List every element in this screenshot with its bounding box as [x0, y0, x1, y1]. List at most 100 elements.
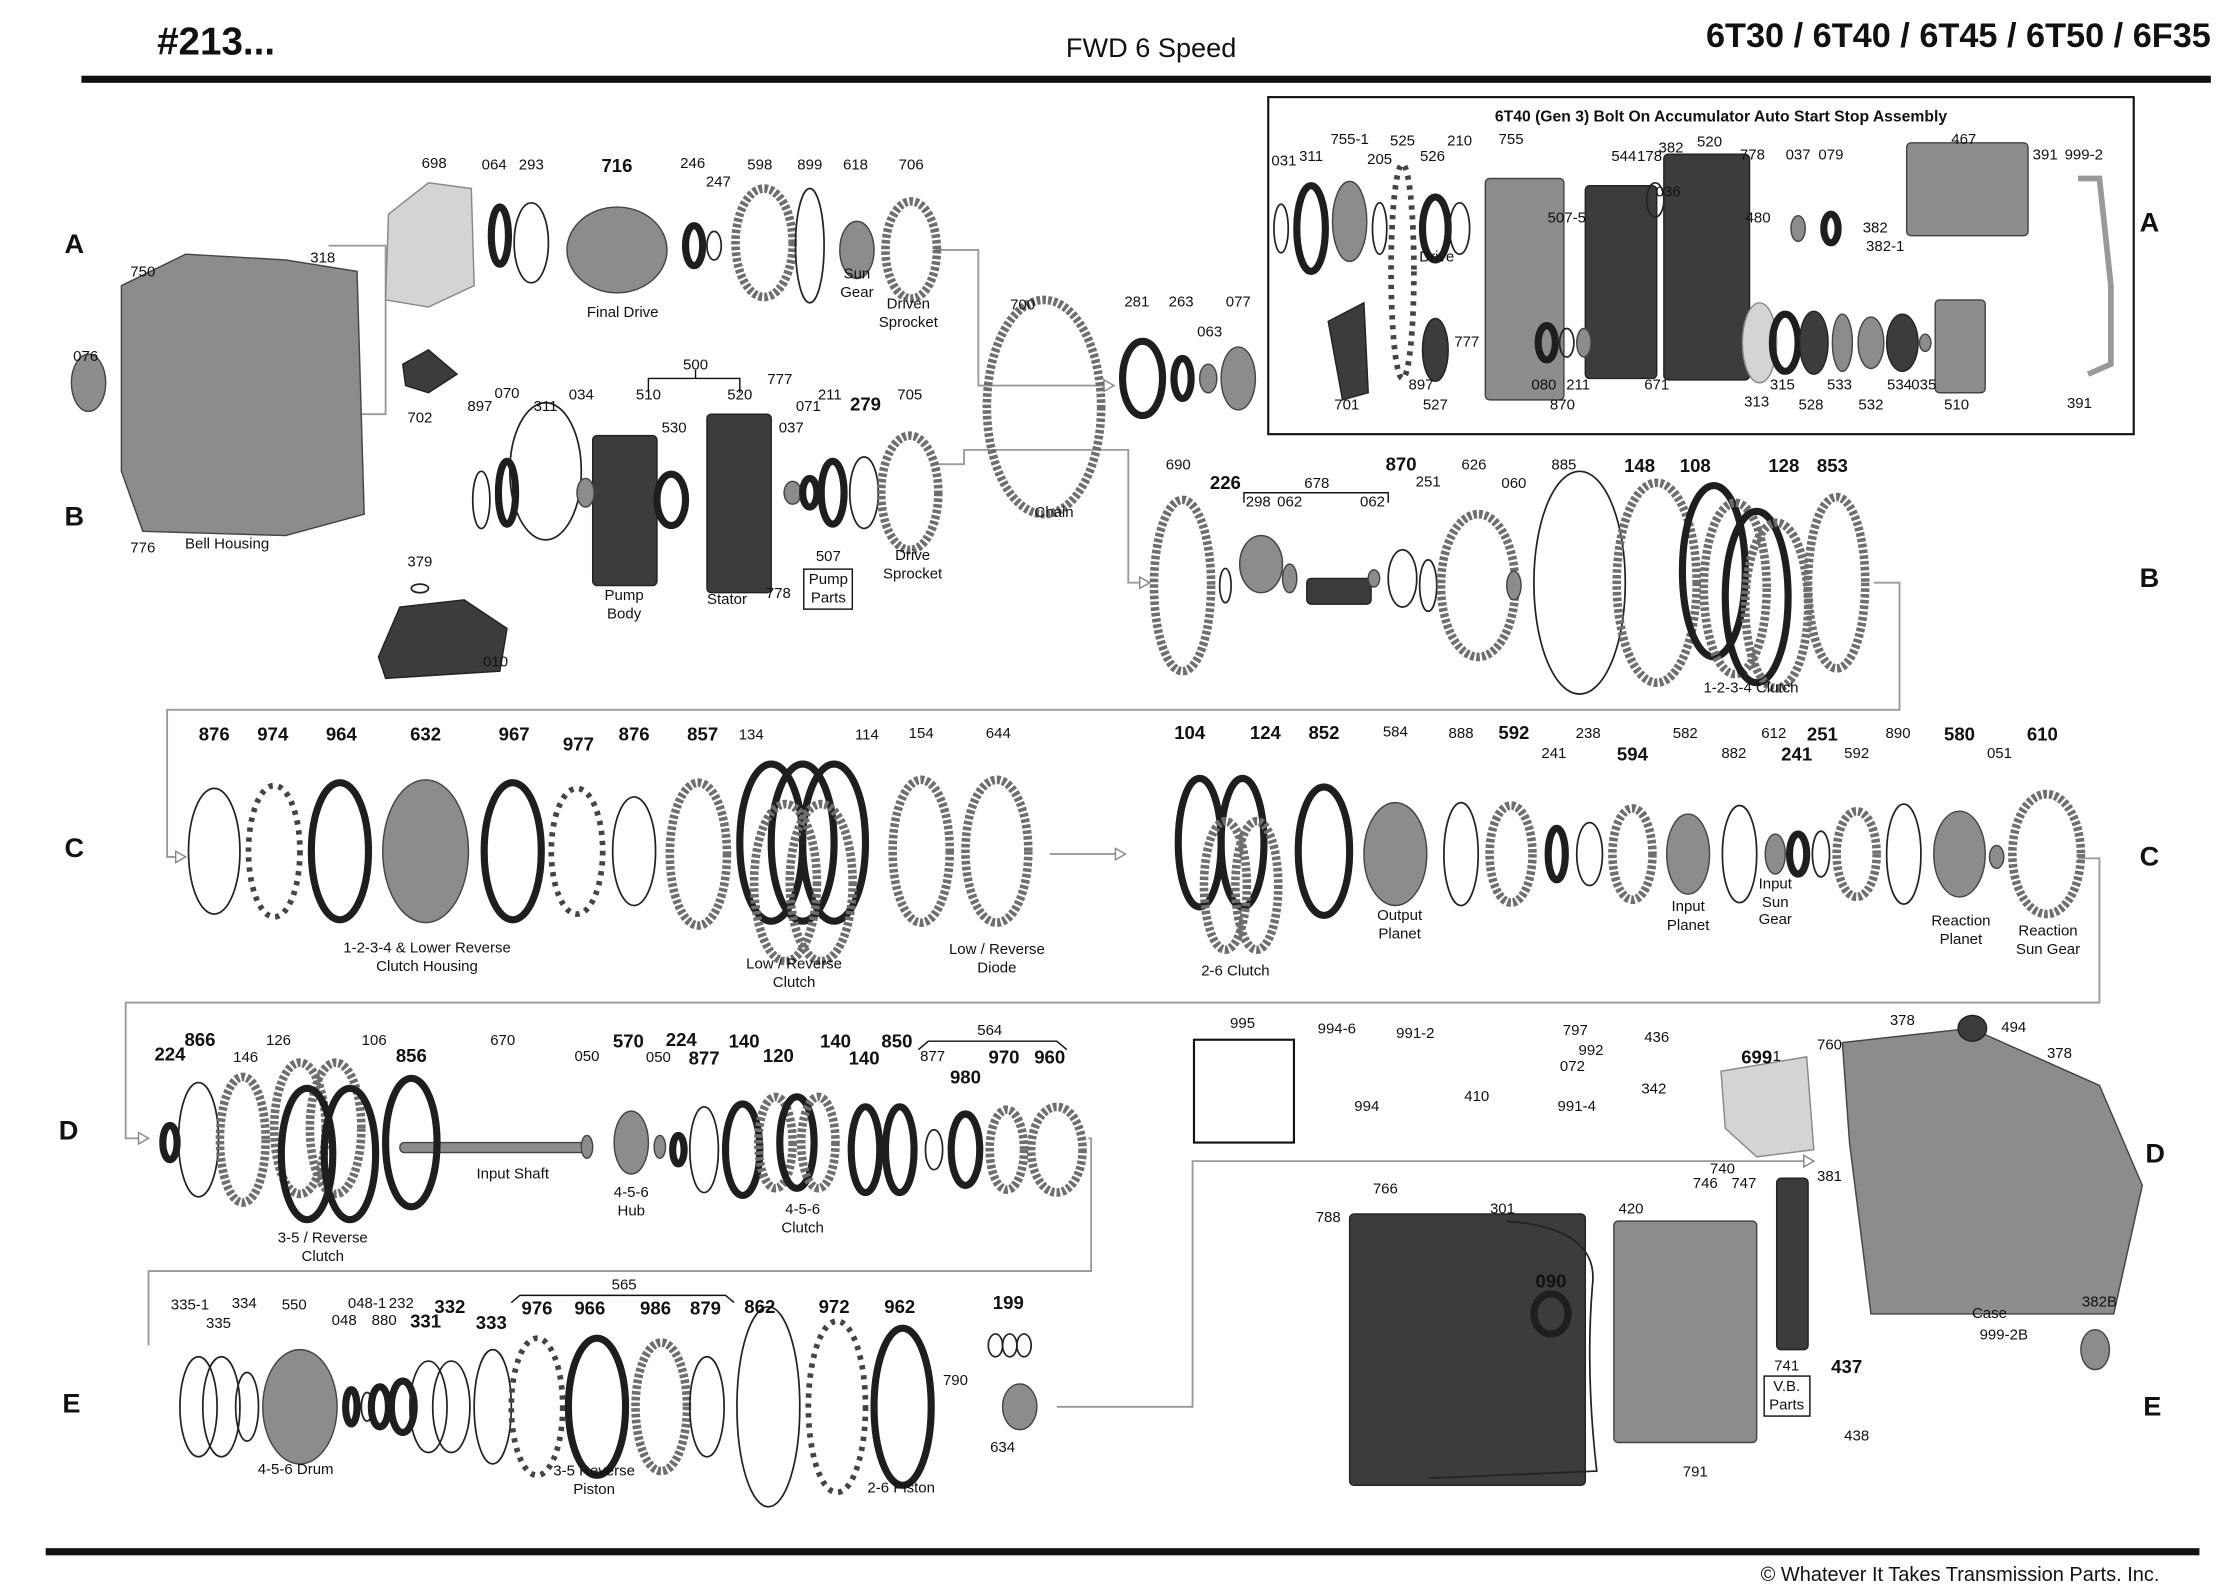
- kit-995-frame: [1192, 1038, 1296, 1144]
- part-number-label: 391: [2066, 395, 2092, 413]
- valve-assembly-467: [1905, 142, 2029, 237]
- part-number-label: 226: [1209, 472, 1241, 494]
- flow-line: [1056, 1160, 1814, 1408]
- row-marker-right: E: [2143, 1392, 2162, 1423]
- part-number-label: 877: [688, 1047, 720, 1070]
- component-description: Input Shaft: [476, 1165, 549, 1183]
- part-number-label: 520: [1697, 133, 1723, 152]
- part-number-label: 740: [1709, 1160, 1735, 1178]
- part-number-label: 140: [848, 1047, 880, 1070]
- part-number-label: 755-1: [1330, 131, 1369, 149]
- part-number-label: 114: [854, 726, 879, 744]
- clutch-housing-632: [382, 779, 470, 924]
- part-number-label: 199: [992, 1291, 1024, 1314]
- plate-140b: [847, 1103, 884, 1197]
- stator: [706, 413, 772, 594]
- ring-gear-598: [731, 184, 797, 302]
- flow-line: [166, 581, 1901, 858]
- snap-ring-876b: [611, 796, 657, 907]
- input-shaft-670: [399, 1141, 587, 1154]
- ring-880: [367, 1383, 393, 1431]
- filter-010: [377, 599, 508, 680]
- part-number-label: 866: [184, 1029, 216, 1051]
- friction-a: [277, 1084, 337, 1224]
- part-number-label: 980: [949, 1066, 981, 1088]
- part-number-label: 777: [1454, 333, 1480, 351]
- flow-line: [147, 1137, 1093, 1346]
- plate-146: [215, 1072, 270, 1207]
- part-number-label: 678: [1304, 475, 1330, 493]
- part-number-label: 064: [481, 156, 507, 174]
- friction-114: [799, 760, 870, 925]
- part-number-label: 876: [198, 723, 230, 745]
- part-number-label: 520: [727, 386, 753, 404]
- ring-031: [1273, 203, 1290, 254]
- part-number-label: 967: [498, 723, 530, 745]
- seal-211: [817, 457, 848, 528]
- accumulator-body-755: [1484, 177, 1565, 401]
- part-number-label: 580: [1943, 723, 1975, 745]
- washer-247: [706, 230, 723, 261]
- part-number-label: 776: [130, 539, 156, 557]
- plate-154: [888, 775, 955, 927]
- part-number-label: 124: [1249, 721, 1281, 744]
- part-number-label: 994: [1354, 1097, 1380, 1116]
- seal-064: [487, 203, 513, 268]
- part-number-label: 238: [1575, 725, 1601, 743]
- copyright: © Whatever It Takes Transmission Parts. …: [1760, 1562, 2160, 1586]
- part-number-label: 232: [388, 1295, 414, 1313]
- bearing-241: [1544, 824, 1569, 884]
- ring-879: [688, 1355, 725, 1458]
- flow-arrow-icon: [1803, 1154, 1816, 1169]
- part-number-label: 106: [361, 1032, 387, 1050]
- part-number-label: 690: [1165, 456, 1191, 474]
- driven-sprocket-706: [881, 197, 942, 303]
- flow-line: [935, 448, 1150, 584]
- part-number-label: 281: [1124, 293, 1150, 311]
- part-number-label: 862: [744, 1296, 776, 1318]
- part-number-label: 550: [281, 1296, 307, 1314]
- component-description: 4-5-6 Clutch: [781, 1201, 824, 1237]
- component-description: Pump Parts: [803, 568, 854, 610]
- component-description: 3-5 Reverse Piston: [553, 1462, 635, 1498]
- part-number-label: 1: [1772, 1047, 1781, 1066]
- steel-106: [305, 1058, 366, 1199]
- diagram-subtitle: FWD 6 Speed: [1065, 34, 1237, 65]
- steel-120: [754, 1092, 797, 1193]
- part-number-label: 852: [1308, 721, 1340, 744]
- part-number-label: 301: [1489, 1200, 1515, 1218]
- part-number-label: 140: [819, 1030, 851, 1052]
- row-marker-right: B: [2139, 564, 2160, 595]
- shield-701: [1327, 301, 1369, 401]
- part-number-label: 850: [881, 1030, 913, 1052]
- bearing-241b: [1785, 830, 1811, 878]
- component-description: Chain: [1034, 504, 1074, 522]
- part-number-label: 528: [1798, 396, 1824, 414]
- valve-382B: [2080, 1328, 2111, 1371]
- sprocket-526: [1418, 193, 1452, 264]
- input-planet-582: [1665, 813, 1711, 895]
- ring-079: [1820, 210, 1842, 247]
- part-number-label: 070: [494, 385, 520, 403]
- component-description: Driven Sprocket: [878, 295, 938, 331]
- part-number-label: 246: [680, 155, 706, 173]
- part-number-label: 760: [1817, 1036, 1843, 1054]
- part-number-label: 857: [687, 723, 719, 745]
- part-number-label: 050: [645, 1049, 671, 1067]
- plate-857: [665, 778, 732, 930]
- component-description: Reaction Sun Gear: [2015, 922, 2081, 958]
- part-number-label: 525: [1389, 132, 1416, 150]
- part-number-label: 702: [407, 409, 433, 427]
- part-number-label: 853: [1816, 454, 1848, 477]
- row-marker-left: D: [58, 1116, 79, 1147]
- part-number-label: 530: [661, 419, 687, 437]
- flow-arrow-icon: [1103, 378, 1116, 393]
- part-number-label: 211: [817, 386, 842, 404]
- part-number-label: 037: [1785, 146, 1811, 164]
- oil-pan-766: [1348, 1213, 1587, 1487]
- part-number-label: 510: [635, 386, 661, 404]
- part-number-label: 976: [521, 1297, 553, 1319]
- component-description: 3-5 / Reverse Clutch: [277, 1229, 368, 1265]
- part-number-label: 991-4: [1557, 1097, 1596, 1116]
- seal-980: [947, 1110, 984, 1189]
